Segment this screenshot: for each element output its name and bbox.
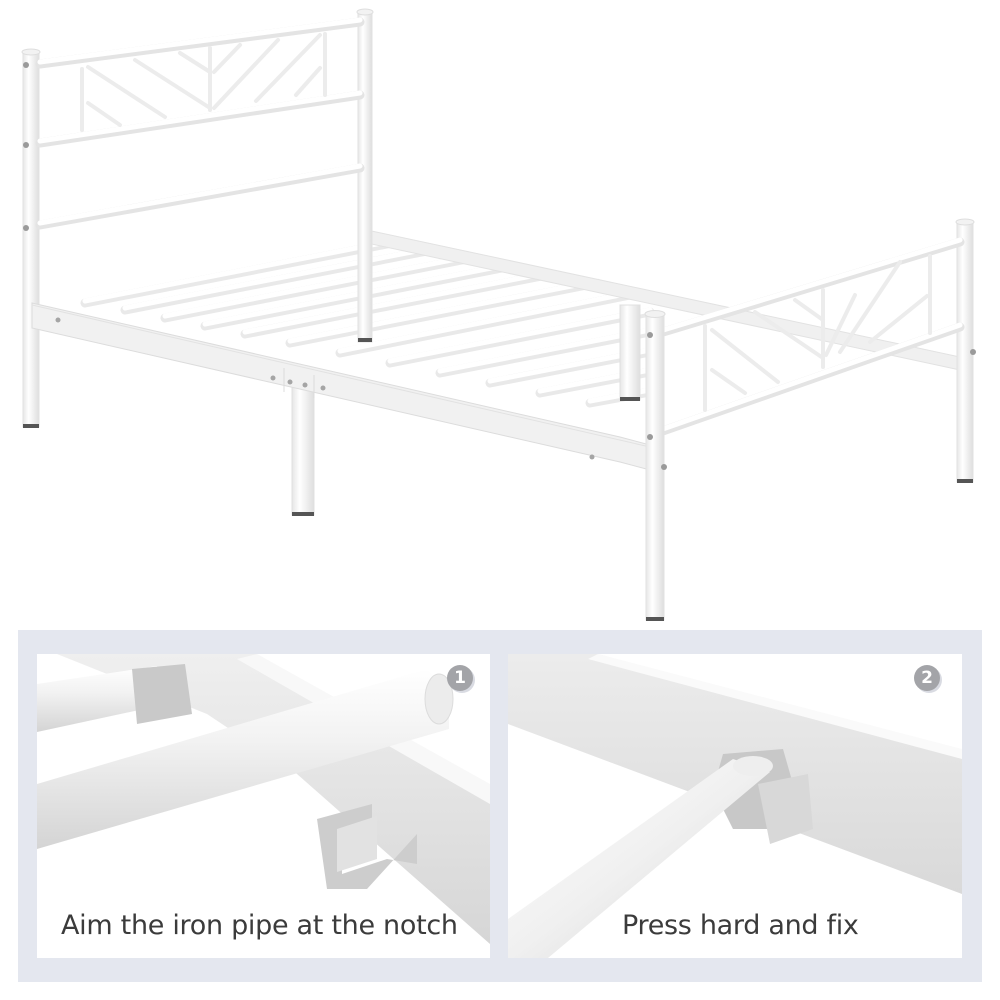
step-number-badge: 2 (914, 665, 940, 691)
step-1-illustration (37, 654, 490, 944)
step-2-illustration (508, 654, 962, 958)
step-1-card: 1 Aim the iron pipe at the notch (37, 654, 490, 958)
assembly-steps-panel: 1 Aim the iron pipe at the notch (18, 630, 982, 982)
footboard (644, 218, 976, 621)
bed-frame-drawing (21, 8, 976, 621)
bed-frame-illustration (21, 8, 976, 621)
step-caption: Aim the iron pipe at the notch (61, 910, 458, 941)
step-caption: Press hard and fix (622, 910, 859, 941)
step-number-badge: 1 (447, 665, 473, 691)
step-2-card: 2 Press hard and fix (508, 654, 962, 958)
headboard (21, 8, 374, 428)
